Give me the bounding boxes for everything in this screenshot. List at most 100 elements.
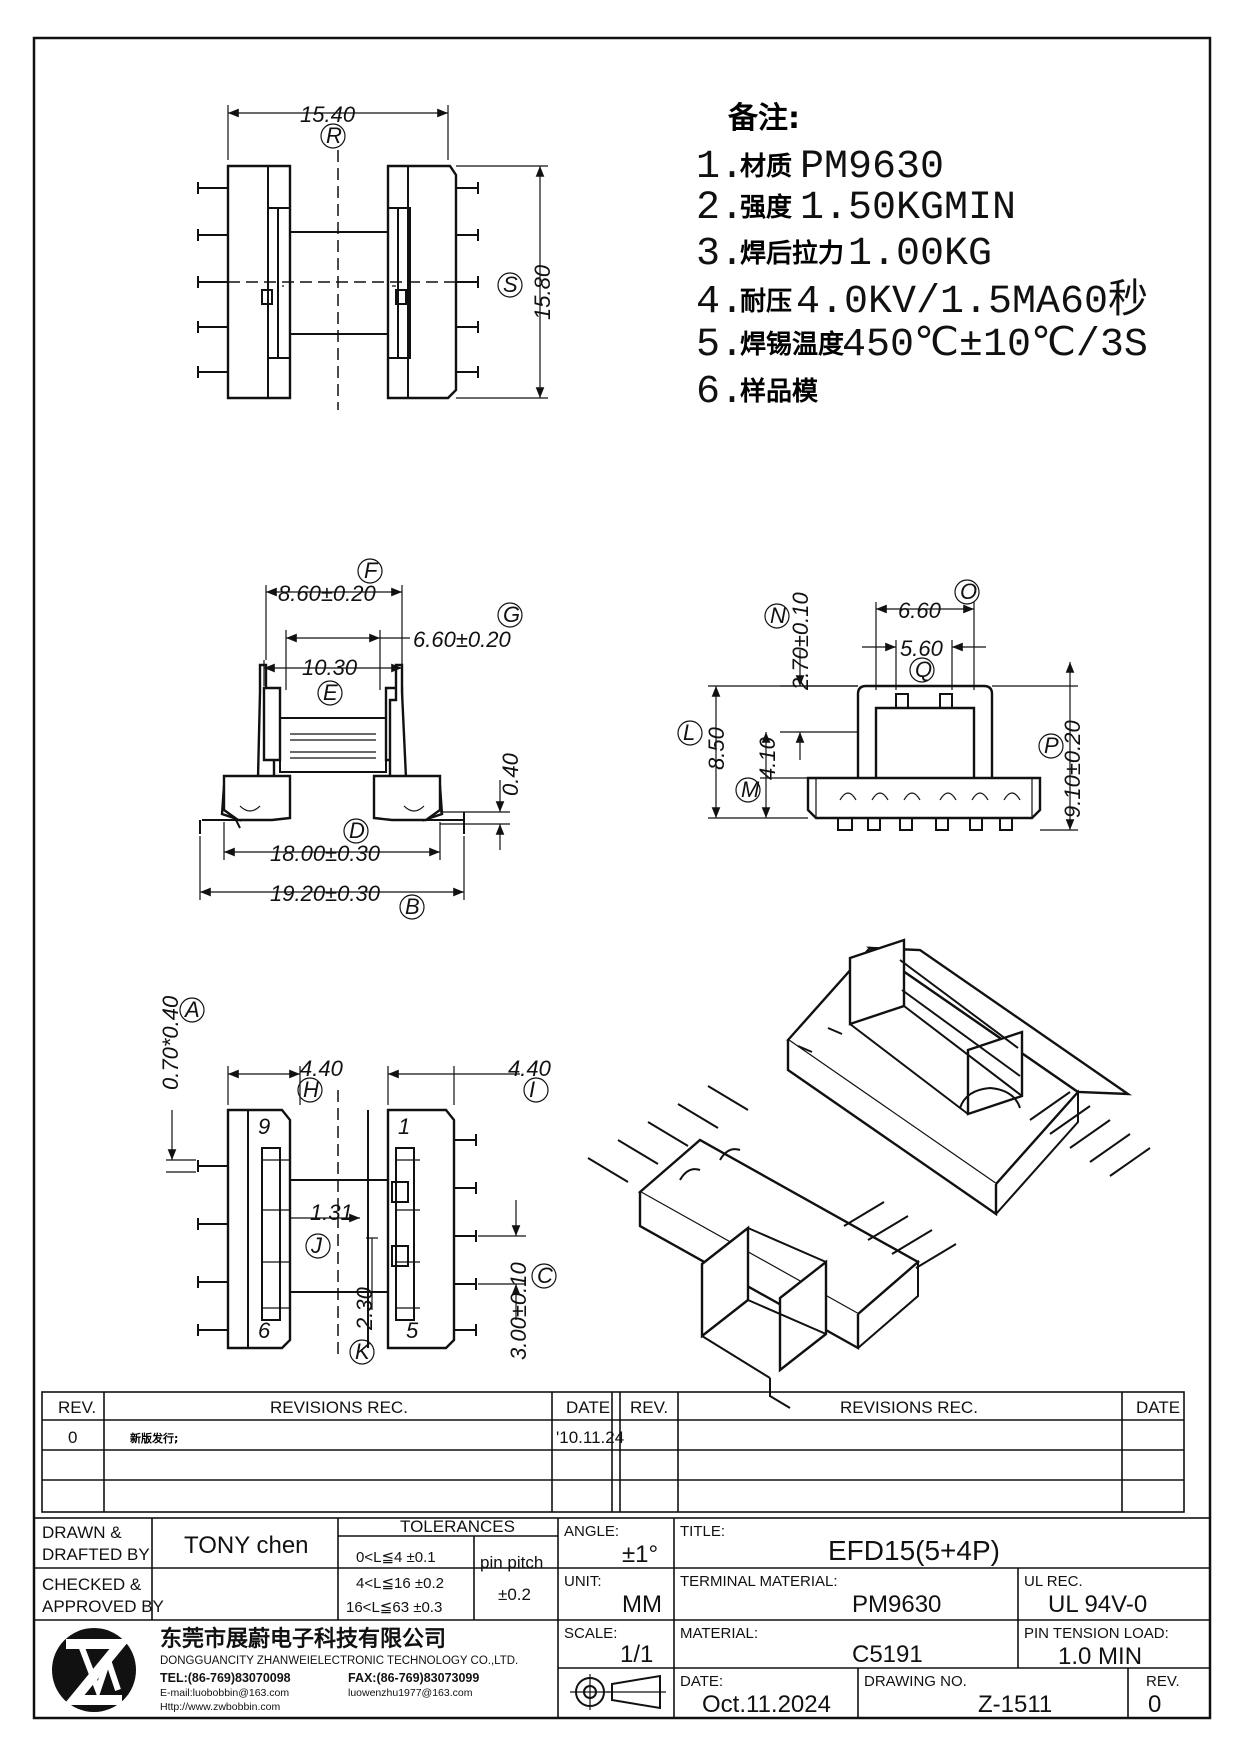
drawn-label-1: DRAWN & (42, 1523, 122, 1542)
tag-Q: Q (915, 657, 932, 682)
dim-I: 4.40 (508, 1056, 552, 1081)
dim-B: 19.20±0.30 (270, 881, 381, 906)
checked-label-1: CHECKED & (42, 1575, 142, 1594)
tolerance-row-1: 0<L≦4 ±0.1 (356, 1549, 436, 1566)
title-label: TITLE: (680, 1523, 725, 1540)
tag-L: L (683, 720, 695, 745)
dim-C: 3.00±0.10 (506, 1262, 531, 1360)
pin-1: 1 (398, 1114, 410, 1139)
unit-label: UNIT: (564, 1573, 602, 1590)
pin-5: 5 (406, 1318, 419, 1343)
company-name-en: DONGGUANCITY ZHANWEIELECTRONIC TECHNOLOG… (160, 1655, 518, 1667)
rev-header-left: REV. (58, 1398, 96, 1417)
drawing-no-label: DRAWING NO. (864, 1673, 967, 1690)
revision-table: REV. REVISIONS REC. DATE REV. REVISIONS … (41, 1391, 1185, 1513)
svg-text:4.: 4. (696, 280, 744, 325)
dim-O: 6.60 (898, 598, 942, 623)
date-value: Oct.11.2024 (702, 1691, 831, 1718)
company-email: E-mail:luobobbin@163.com (160, 1687, 289, 1699)
dim-K: 2.30 (352, 1286, 377, 1331)
company-tel: TEL:(86-769)83070098 (160, 1671, 291, 1685)
top-view: 15.40 R 15.80 S (197, 102, 555, 410)
svg-text:1.50KGMIN: 1.50KGMIN (800, 186, 1016, 231)
scale-label: SCALE: (564, 1625, 617, 1642)
svg-text:样品模: 样品模 (740, 376, 819, 407)
dim-M: 4.10 (755, 736, 780, 780)
svg-text:焊后拉力: 焊后拉力 (740, 238, 844, 269)
rev-row-0-rec: 新版发行; (130, 1431, 178, 1445)
tag-N: N (770, 603, 786, 628)
dim-N: 2.70±0.10 (788, 592, 813, 691)
ul-rec-value: UL 94V-0 (1048, 1591, 1147, 1618)
angle-value: ±1° (622, 1541, 658, 1568)
ul-rec-label: UL REC. (1024, 1573, 1083, 1590)
rev-value: 0 (1148, 1691, 1161, 1718)
tag-O: O (960, 579, 977, 604)
rev-row-0-date: '10.11.24 (556, 1428, 624, 1447)
side-view: 6.60 O 5.60 Q 2.70±0.10 N 8.50 L 4.10 M … (677, 579, 1085, 831)
dim-A: 0.70*0.40 (158, 995, 183, 1090)
company-fax: FAX:(86-769)83073099 (348, 1671, 479, 1685)
svg-text:2.: 2. (696, 186, 744, 231)
tag-A: A (183, 997, 200, 1022)
dim-H: 4.40 (300, 1056, 344, 1081)
note-5: 5. 焊锡温度 450℃±10℃/3S (696, 323, 1148, 368)
tag-G: G (503, 602, 520, 627)
svg-text:1.00KG: 1.00KG (848, 232, 992, 277)
pin-9: 9 (258, 1114, 270, 1139)
note-4: 4. 耐压 4.0KV/1.5MA60秒 (696, 278, 1148, 325)
rec-header-right: REVISIONS REC. (840, 1398, 978, 1417)
tag-K: K (355, 1339, 371, 1364)
dim-top-width: 15.40 (300, 102, 356, 127)
tolerance-row-2: 4<L≦16 ±0.2 (356, 1575, 444, 1592)
drawing-no-value: Z-1511 (978, 1691, 1052, 1718)
svg-text:PM9630: PM9630 (800, 145, 944, 190)
tag-C: C (537, 1263, 553, 1288)
dim-D: 18.00±0.30 (270, 841, 381, 866)
material-label: MATERIAL: (680, 1625, 758, 1642)
note-3: 3. 焊后拉力 1.00KG (696, 232, 992, 277)
dim-J: 1.31 (310, 1200, 353, 1225)
isometric-view-lower (587, 1085, 957, 1409)
terminal-material-label: TERMINAL MATERIAL: (680, 1573, 838, 1590)
tag-M: M (741, 777, 760, 802)
note-2: 2. 强度 1.50KGMIN (696, 186, 1016, 231)
bottom-view: 9 1 6 5 4.40 H 4.40 I 0.70*0.40 A 1.31 J… (158, 995, 557, 1365)
material-value: C5191 (852, 1641, 923, 1668)
front-view: 8.60±0.20 F 6.60±0.20 G 10.30 E 0.40 18.… (199, 558, 523, 920)
unit-value: MM (622, 1591, 662, 1618)
projection-symbol-icon (570, 1674, 666, 1710)
svg-text:5.: 5. (696, 323, 744, 368)
checked-label-2: APPROVED BY (42, 1597, 164, 1616)
note-1: 1. 材质 PM9630 (696, 145, 944, 190)
tag-I: I (529, 1077, 535, 1102)
company-name-cn: 东莞市展蔚电子科技有限公司 (160, 1626, 446, 1652)
title-block: DRAWN & DRAFTED BY TONY chen CHECKED & A… (33, 1517, 1211, 1719)
dim-top-height: 15.80 (530, 264, 555, 320)
date-header-left: DATE (566, 1398, 610, 1417)
tag-P: P (1044, 733, 1059, 758)
notes-title: 备注: (728, 101, 800, 136)
svg-text:耐压: 耐压 (740, 287, 792, 317)
tag-H: H (303, 1077, 319, 1102)
svg-text:3.: 3. (696, 232, 744, 277)
rec-header-left: REVISIONS REC. (270, 1398, 408, 1417)
angle-label: ANGLE: (564, 1523, 619, 1540)
svg-text:6.: 6. (696, 370, 744, 415)
drawn-by: TONY chen (184, 1532, 309, 1559)
svg-text:1.: 1. (696, 145, 744, 190)
pin-tension-value: 1.0 MIN (1058, 1643, 1142, 1670)
scale-value: 1/1 (620, 1641, 653, 1668)
rev-label: REV. (1146, 1673, 1180, 1690)
svg-text:强度: 强度 (740, 192, 792, 223)
dim-E: 10.30 (302, 655, 358, 680)
rev-row-0-rev: 0 (68, 1428, 77, 1447)
company-email2: luowenzhu1977@163.com (348, 1687, 473, 1699)
notes-block: 备注: 1. 材质 PM9630 2. 强度 1.50KGMIN 3. 焊后拉力… (696, 101, 1148, 415)
terminal-material-value: PM9630 (852, 1591, 941, 1618)
svg-text:450℃±10℃/3S: 450℃±10℃/3S (842, 323, 1148, 368)
svg-text:4.0KV/1.5MA60秒: 4.0KV/1.5MA60秒 (796, 278, 1148, 325)
company-web: Http://www.zwbobbin.com (160, 1701, 280, 1713)
pin-pitch-value: ±0.2 (498, 1585, 531, 1604)
